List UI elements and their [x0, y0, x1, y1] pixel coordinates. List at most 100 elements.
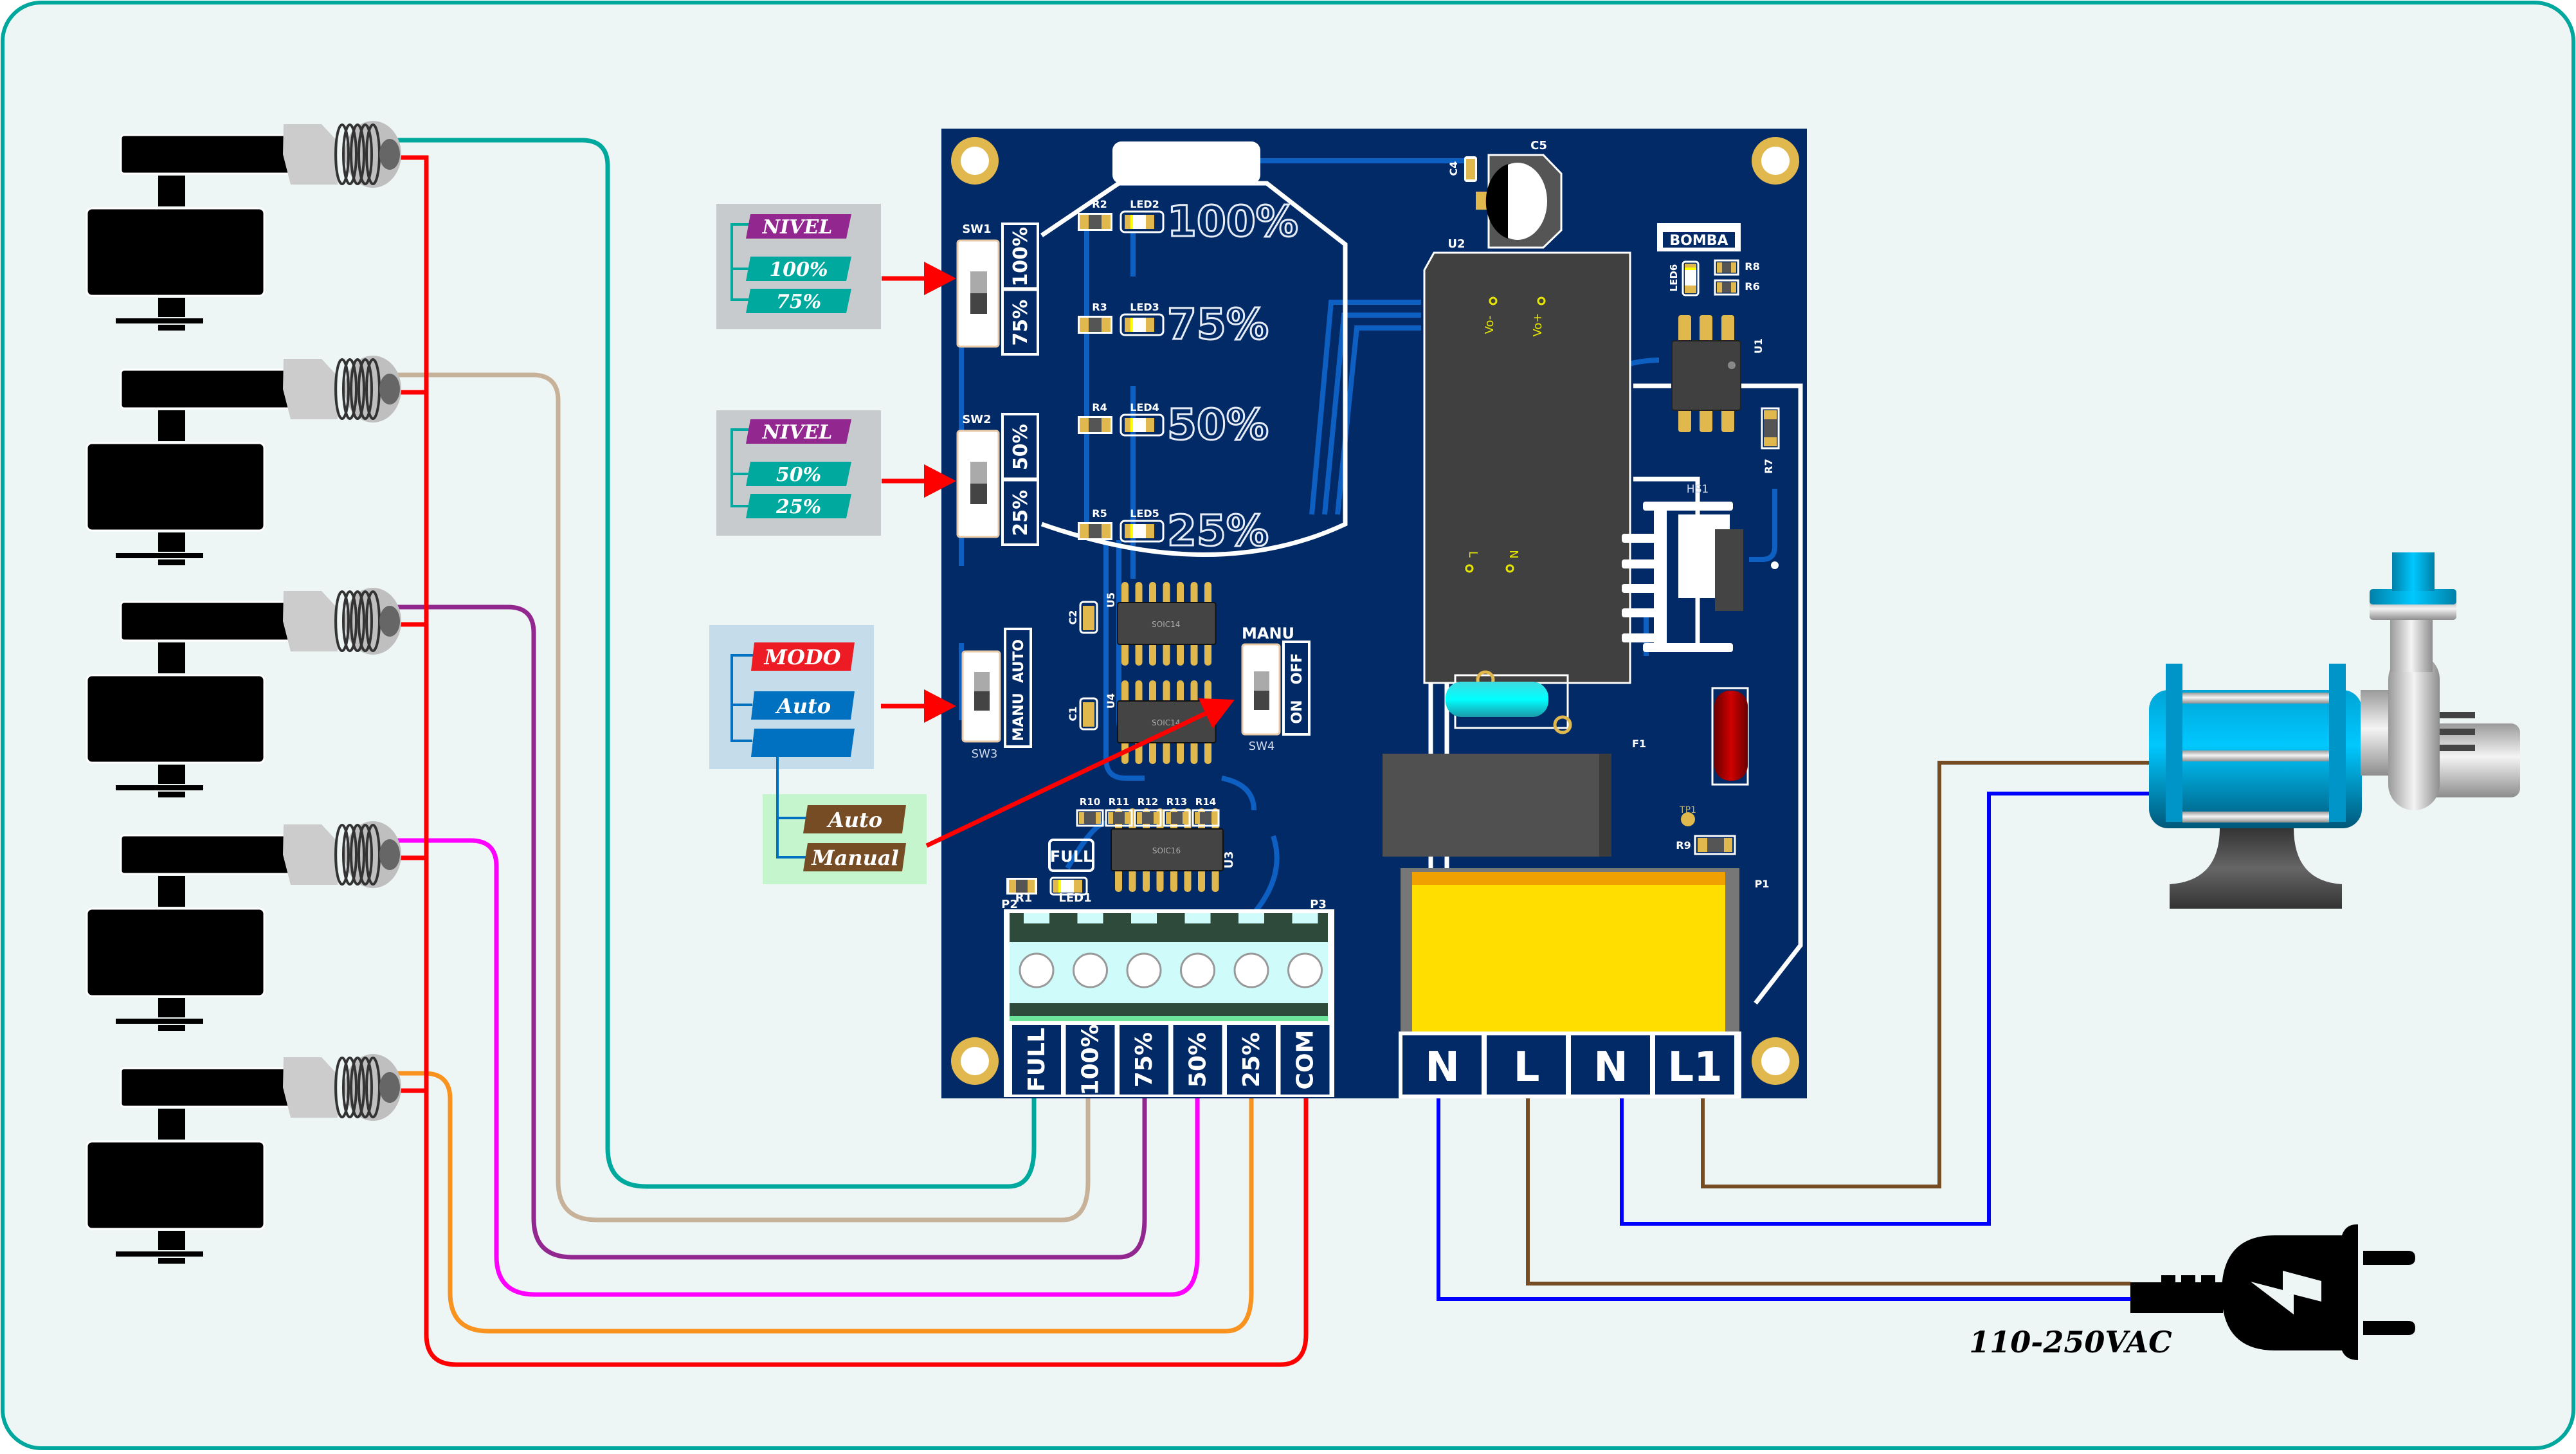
- switch-ref-label: SW2: [962, 413, 991, 426]
- switch-position-top: AUTO: [1011, 639, 1027, 683]
- sensor-threaded-nut: [283, 356, 401, 423]
- ic-ref-label: U4: [1105, 693, 1117, 709]
- u2-pin-vo-plus: Vo+: [1531, 313, 1545, 336]
- resistor-r8-label: R8: [1745, 260, 1759, 273]
- terminal-label: 25%: [1238, 1032, 1265, 1087]
- power-module-u2: [1423, 251, 1631, 684]
- terminal-label: FULL: [1024, 1028, 1050, 1092]
- level-percent-label: 75%: [1167, 300, 1269, 349]
- terminal-screw[interactable]: [1233, 952, 1269, 988]
- switch-position-bottom: 75%: [1010, 300, 1032, 346]
- led-led1: [1049, 877, 1088, 896]
- bomba-label: BOMBA: [1669, 233, 1728, 249]
- fuse-f1-label: F1: [1632, 738, 1646, 750]
- legend-tree-line: [730, 654, 806, 859]
- heatsink-label: HS1: [1687, 483, 1709, 496]
- power-terminal-label: N: [1425, 1044, 1460, 1091]
- resistor-label: R13: [1166, 796, 1187, 808]
- level-percent-label: 25%: [1167, 506, 1269, 556]
- resistor-r7: [1761, 407, 1780, 450]
- legend-item-auto: Auto: [775, 694, 831, 718]
- resistor-label: R10: [1080, 796, 1100, 808]
- resistor-r7-label: R7: [1763, 459, 1775, 473]
- legend-item-shape: [746, 462, 851, 486]
- legend-item-25: 25%: [776, 496, 821, 518]
- legend-modo: MODO Auto: [709, 625, 874, 859]
- switch-title: MANU: [1242, 624, 1294, 642]
- led-label: LED4: [1130, 401, 1159, 413]
- terminal-screw[interactable]: [1287, 952, 1323, 988]
- led-led6: [1682, 260, 1700, 296]
- terminal-screw[interactable]: [1126, 952, 1162, 988]
- resistor-r13: R13: [1163, 796, 1191, 827]
- terminal-block-power: N L N L1: [1399, 1031, 1741, 1098]
- resistor-r9-label: R9: [1676, 839, 1691, 851]
- water-pump: [2149, 552, 2520, 909]
- terminal-screw[interactable]: [1180, 952, 1215, 988]
- ic-package-label: SOIC14: [1152, 620, 1180, 629]
- terminal-label: 100%: [1078, 1024, 1104, 1095]
- u2-pin-l: L: [1466, 551, 1480, 558]
- resistor-r11: R11: [1105, 796, 1133, 827]
- slide-switch-sw2[interactable]: SW2 50% 25%: [956, 413, 1039, 546]
- power-terminal-label: N: [1593, 1044, 1628, 1091]
- legend-item-shape: [746, 289, 851, 313]
- switch-ref-label: SW1: [962, 223, 991, 236]
- terminal-screw[interactable]: [1019, 952, 1055, 988]
- level-percent-label: 100%: [1167, 197, 1298, 246]
- legend-item-50: 50%: [776, 464, 821, 486]
- power-module-u2-label: U2: [1447, 237, 1465, 251]
- power-terminal-label: L1: [1667, 1044, 1722, 1091]
- terminal-label: 50%: [1185, 1032, 1211, 1087]
- ic-u1: [1671, 315, 1741, 432]
- resistor-label: R4: [1092, 401, 1107, 413]
- float-switch-full: [86, 121, 401, 331]
- led-led1-label: LED1: [1058, 891, 1091, 905]
- float-switch-25: [86, 1054, 401, 1264]
- sensor-wire: [394, 838, 1200, 1297]
- resistor-r6-label: R6: [1745, 280, 1759, 293]
- legend-item-shape: [803, 805, 906, 833]
- legend-item-auto: Auto: [826, 808, 882, 832]
- power-section: C4 C5 U2 Vo- Vo+ L N: [1383, 139, 1780, 1098]
- ic-ref-label: U5: [1105, 592, 1117, 608]
- resistor-label: R3: [1092, 301, 1107, 313]
- switch-position-top: 100%: [1010, 227, 1032, 287]
- terminal-screw[interactable]: [1073, 952, 1108, 988]
- led-label: LED5: [1130, 507, 1159, 520]
- capacitor-c5-label: C5: [1530, 139, 1547, 152]
- sensor-threaded-nut: [283, 588, 401, 655]
- resistor-r9: [1694, 835, 1736, 855]
- red-arrow: [925, 698, 1235, 848]
- resistor-label: R5: [1092, 507, 1107, 520]
- legend-tree-line: [730, 223, 757, 301]
- legend-nivel-100-75: NIVEL 100% 75%: [716, 204, 881, 329]
- float-sensors: [86, 121, 401, 1264]
- capacitor: [1079, 697, 1098, 731]
- power-plug-icon: [2130, 1224, 2415, 1360]
- full-indicator-label: FULL: [1050, 848, 1093, 866]
- resistor-label: R2: [1092, 198, 1107, 210]
- sensor-wires: [383, 138, 1309, 1367]
- capacitor-label: C1: [1067, 707, 1079, 722]
- switch-position-top: 50%: [1010, 424, 1032, 470]
- inductor-toroid: [1446, 670, 1572, 734]
- switch-position-bottom: 25%: [1010, 490, 1032, 536]
- power-terminal-label: L: [1514, 1044, 1540, 1091]
- mounting-hole: [1752, 1037, 1799, 1085]
- resistor-label: R11: [1109, 796, 1129, 808]
- resistor-r14: R14: [1192, 796, 1220, 827]
- relay-p1-label: P1: [1755, 878, 1770, 890]
- slide-switch-sw1[interactable]: SW1 100% 75%: [956, 223, 1039, 356]
- mounting-hole: [1752, 137, 1799, 185]
- testpoint-tp1: [1681, 812, 1695, 826]
- capacitor-c4-label: C4: [1447, 161, 1460, 176]
